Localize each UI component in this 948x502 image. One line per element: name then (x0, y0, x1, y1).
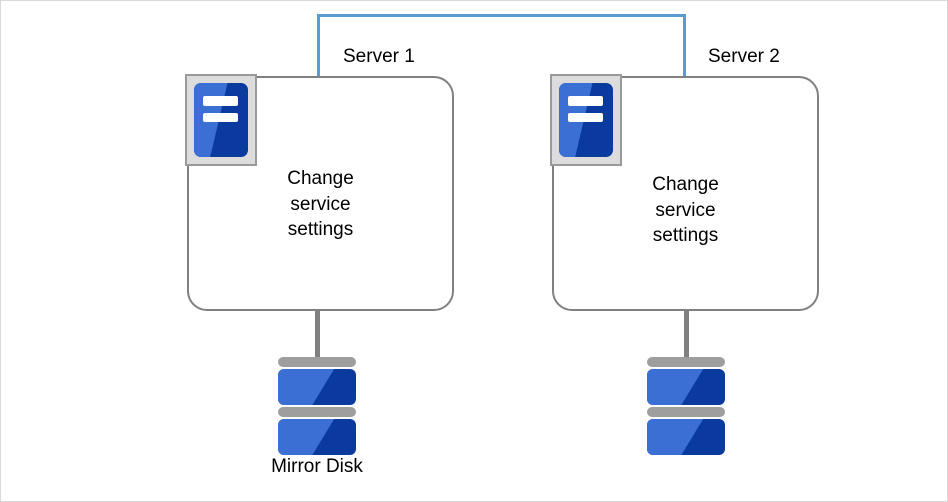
server-1-body-line-1: Change (287, 168, 354, 189)
disk-body-lower (278, 419, 356, 455)
mirror-disk-icon (278, 357, 356, 455)
server-2-body-line-1: Change (652, 174, 719, 195)
server-1-label: Server 1 (343, 46, 415, 67)
disk-body-lower (647, 419, 725, 455)
server-2-body-line-2: service (655, 199, 716, 221)
server-1-body-line-3: settings (287, 219, 354, 240)
interconnect-horizontal-line (317, 14, 686, 17)
server-icon-bar-bottom (568, 112, 603, 123)
server-icon-bar-top (203, 96, 238, 106)
server-2-label: Server 2 (708, 46, 780, 67)
server-icon-bar-bottom (203, 112, 238, 123)
disk-body-upper (278, 369, 356, 405)
server-product-icon (185, 74, 257, 166)
server-2-body-text: Change service settings (554, 172, 817, 249)
server-2-body-line-3: settings (652, 225, 719, 246)
server-2-box: Change service settings (552, 76, 819, 311)
server-2-disk-connector (684, 309, 689, 361)
disk-platter-middle (278, 407, 356, 417)
interconnect-right-leg (683, 14, 686, 76)
disk-platter-top (278, 357, 356, 367)
server-1-body-text: Change service settings (189, 166, 452, 243)
disk-platter-middle (647, 407, 725, 417)
disk-platter-top (647, 357, 725, 367)
server-icon-bar-top (568, 96, 603, 106)
interconnect-left-leg (317, 14, 320, 76)
server-1-body-line-2: service (290, 193, 351, 215)
server-icon-glyph (559, 83, 613, 157)
server-product-icon (550, 74, 622, 166)
mirror-disk-label: Mirror Disk (271, 456, 363, 477)
server-icon-glyph (194, 83, 248, 157)
server-1-disk-connector (315, 309, 320, 361)
mirror-disk-icon (647, 357, 725, 455)
disk-body-upper (647, 369, 725, 405)
